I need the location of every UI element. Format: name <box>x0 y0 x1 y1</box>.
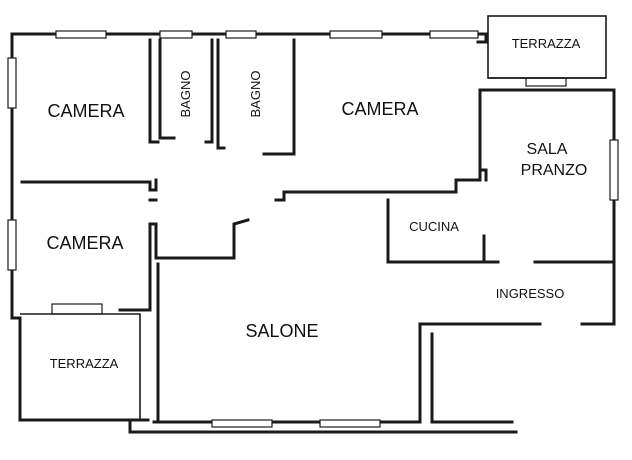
label-bagno-2: BAGNO <box>248 71 263 118</box>
label-ingresso: INGRESSO <box>496 286 565 301</box>
label-cucina: CUCINA <box>409 219 459 234</box>
label-terrazza-top: TERRAZZA <box>512 36 581 51</box>
label-terrazza-bottom: TERRAZZA <box>50 356 119 371</box>
label-pranzo: PRANZO <box>521 162 588 179</box>
label-sala: SALA <box>527 141 568 158</box>
interior-walls <box>20 38 616 424</box>
windows <box>7 30 619 428</box>
label-bagno-1: BAGNO <box>178 71 193 118</box>
outer-walls <box>10 32 616 434</box>
label-salone: SALONE <box>245 321 318 341</box>
label-camera-top-center: CAMERA <box>341 99 418 119</box>
label-camera-left: CAMERA <box>46 233 123 253</box>
terrazza-top-outline <box>487 15 607 79</box>
label-camera-top-left: CAMERA <box>47 101 124 121</box>
terrazza-bottom-outline <box>20 313 141 420</box>
